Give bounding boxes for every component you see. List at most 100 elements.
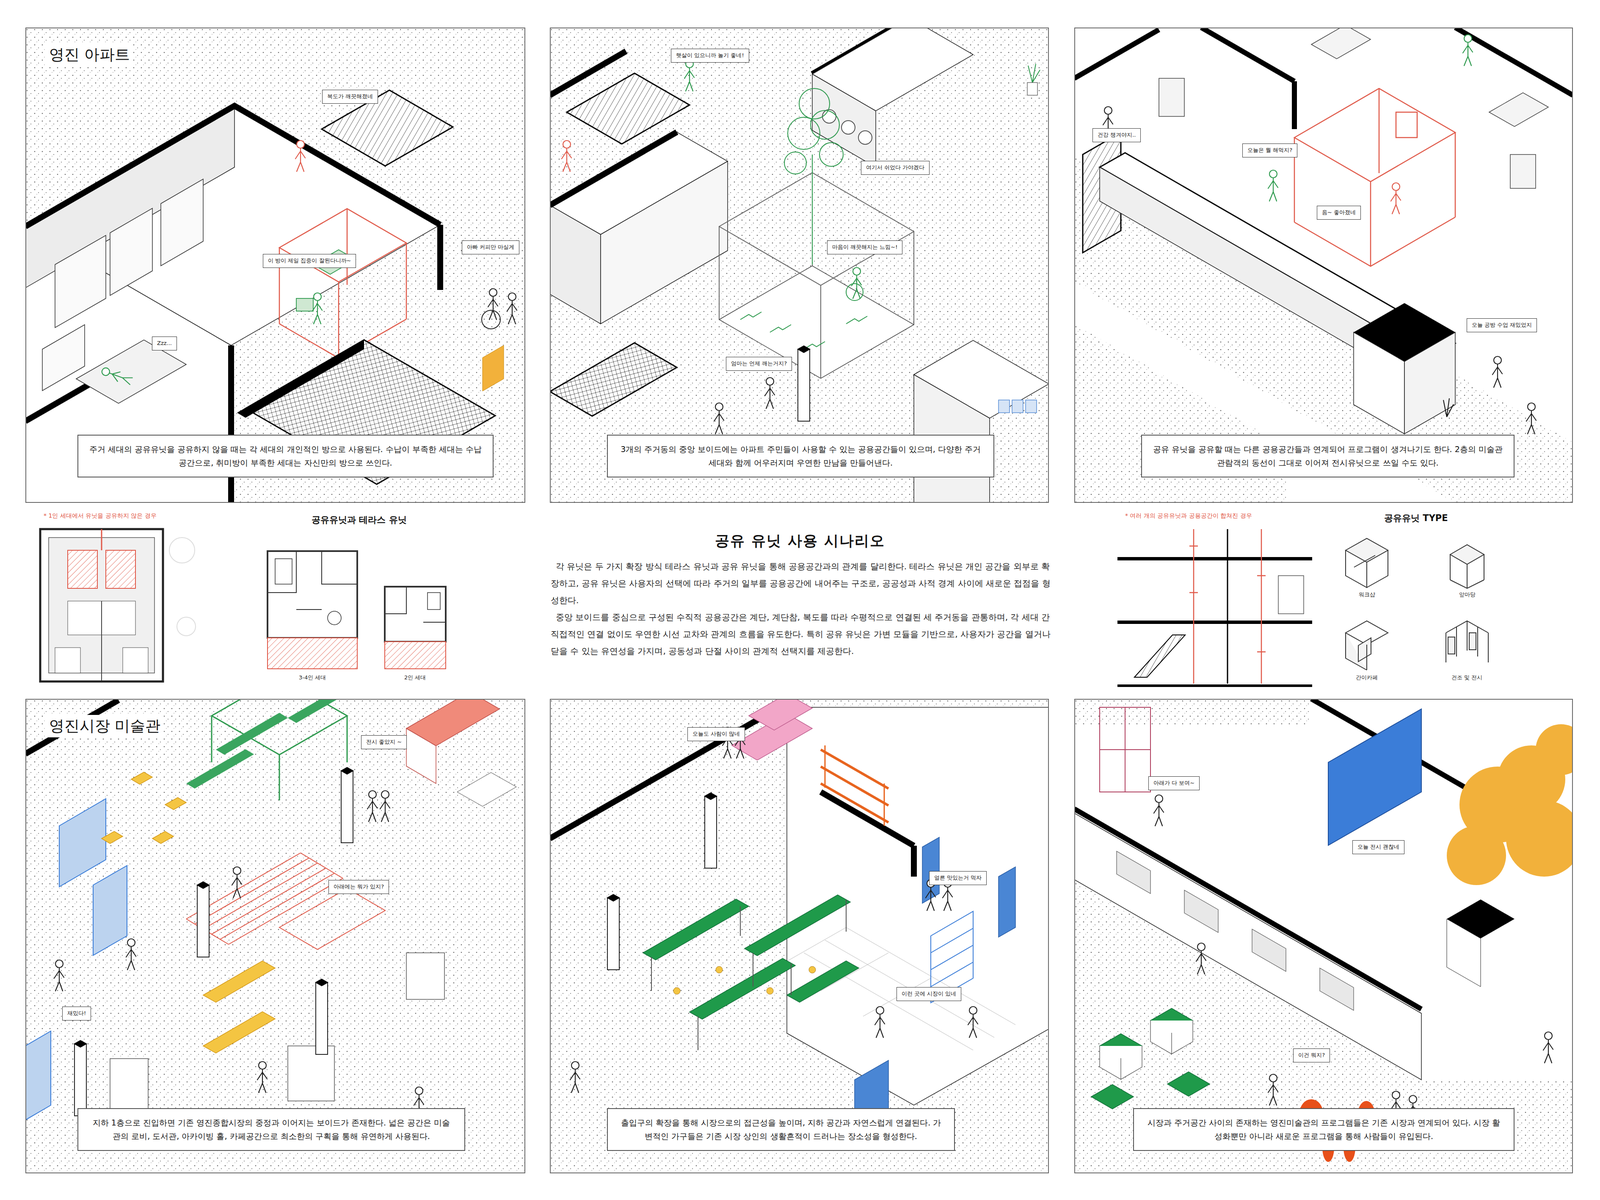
illustration-part: [296, 298, 314, 312]
illustration-part: [110, 952, 445, 1110]
illustration-part: [380, 790, 390, 822]
illustration-part: [169, 537, 195, 563]
bubble-text: 아래가 다 보여~: [1153, 779, 1195, 787]
illustration-part: [1526, 402, 1537, 434]
body-paragraph: 각 유닛은 두 가지 확장 방식 테라스 유닛과 공유 유닛을 통해 공용공간과…: [550, 557, 1051, 609]
speech-bubble: 마음이 깨끗해지는 느낌~!: [827, 240, 903, 255]
illustration-part: [384, 586, 446, 623]
illustration-part: [457, 772, 517, 807]
illustration-part: [1445, 620, 1489, 663]
unit-plan-family: [267, 551, 446, 669]
illustration-part: [874, 1006, 885, 1038]
illustration-part: [160, 179, 204, 266]
bubble-text: 얼른 맛있는거 먹자: [934, 874, 982, 882]
illustration-part: [275, 558, 293, 585]
illustration-part: [1278, 575, 1304, 614]
body-paragraph: 중앙 보이드를 중심으로 구성된 수직적 공용공간은 계단, 계단참, 복도를 …: [550, 608, 1051, 660]
illustration-part: [100, 366, 133, 387]
panel-title: 영진 아파트: [45, 43, 134, 67]
illustration-part: [1319, 968, 1354, 1011]
unit-type-icons: [1345, 538, 1489, 671]
illustration-part: [786, 960, 859, 1003]
illustration-part: [1167, 1071, 1210, 1097]
illustration-part: [340, 766, 354, 843]
speech-bubble: 아빠 커피만 마실게: [461, 240, 520, 255]
illustration-part: [203, 960, 276, 1003]
illustration-part: [766, 987, 774, 995]
section-heading: 공유유닛과 테라스 유닛: [310, 513, 409, 526]
note-text: * 1인 세대에서 유닛을 공유하지 않은 경우: [42, 512, 158, 520]
plan-label: 3-4인 세대: [297, 673, 328, 682]
illustration-part: [1074, 27, 1573, 503]
illustration-part: [787, 117, 820, 150]
scenario-panel: 아래가 다 보여~오늘 전시 괜찮네이건 뭐지?시장과 주거공간 사이의 존재하…: [1074, 698, 1573, 1174]
illustration-part: [257, 1061, 268, 1093]
illustration-part: [1196, 943, 1206, 974]
illustration-part: [820, 749, 889, 823]
illustration-part: [1443, 398, 1454, 417]
illustration-part: [1450, 544, 1485, 565]
speech-bubble: 음~ 좋아졌네: [1316, 205, 1361, 220]
speech-bubble: 재밌다!: [62, 1006, 92, 1021]
bubble-text: 전시 좋았지 ~: [366, 738, 402, 746]
illustration-part: [1252, 929, 1286, 972]
illustration-part: [854, 837, 1016, 1142]
type-label: 워크샵: [1357, 590, 1377, 599]
illustration-part: [910, 845, 917, 877]
illustration-part: [740, 311, 868, 350]
bubble-text: 재밌다!: [67, 1009, 86, 1018]
illustration-part: [228, 345, 235, 503]
illustration-part: [1345, 550, 1388, 588]
section-heading: 공유유닛 TYPE: [1382, 512, 1450, 525]
illustration-part: [1450, 554, 1485, 589]
speech-bubble: 엄마는 언제 깨는거지?: [725, 356, 792, 371]
illustration-part: [684, 60, 695, 92]
illustration-part: [784, 151, 807, 174]
bubble-text: 오늘 공방 수업 재밌었지: [1471, 321, 1532, 329]
illustration-part: [1099, 707, 1151, 792]
illustration-part: [279, 208, 407, 282]
speech-bubble: 오늘 공방 수업 재밌었지: [1466, 318, 1537, 333]
illustration-part: [1091, 1008, 1210, 1109]
bubble-text: 이런 곳에 시장이 있네: [901, 990, 957, 998]
illustration-part: [799, 88, 830, 119]
illustration-part: [186, 749, 254, 789]
illustration-part: [1446, 724, 1587, 886]
speech-bubble: 이런 곳에 시장이 있네: [896, 987, 962, 1002]
board-title: 공유 유닛 사용 시나리오: [714, 531, 886, 551]
illustration-part: [101, 831, 123, 844]
illustration-part: [101, 772, 276, 1054]
illustration-part: [267, 551, 358, 638]
illustration-part: [1158, 24, 1549, 189]
bubble-text: 오늘은 뭘 해먹지?: [1247, 146, 1293, 155]
bubble-text: 마음이 깨끗해지는 느낌~!: [832, 243, 898, 252]
illustration-part: [819, 142, 844, 167]
bubble-text: 이 방이 제일 집중이 잘된다니까~: [267, 257, 351, 265]
illustration-part: [1353, 332, 1405, 434]
illustration-part: [786, 927, 1016, 1051]
illustration-part: [25, 27, 526, 503]
illustration-part: [55, 647, 81, 674]
illustration-part: [1117, 558, 1313, 623]
speech-bubble: 아래에는 뭐가 있지?: [328, 880, 389, 894]
illustration-part: [561, 140, 572, 172]
speech-bubble: 건강 챙겨야지..: [1092, 128, 1141, 143]
bubble-text: 이건 뭐지?: [1298, 1051, 1325, 1060]
illustration-part: [1201, 27, 1295, 82]
panel-title: 영진시장 미술관: [45, 714, 164, 738]
illustration-part: [1074, 813, 1422, 1080]
illustration-part: [1345, 632, 1372, 671]
bubble-text: Zzz...: [157, 339, 172, 348]
illustration-part: [367, 790, 378, 822]
bubble-text: 엄마는 언제 깨는거지?: [731, 360, 787, 368]
caption-box: 3개의 주거동의 중앙 보이드에는 아파트 주민들이 사용할 수 있는 공용공간…: [606, 434, 995, 478]
illustration-part: [820, 745, 889, 826]
illustration-part: [1099, 707, 1151, 792]
scenario-panel: 건강 챙겨야지..오늘은 뭘 해먹지?음~ 좋아졌네오늘 공방 수업 재밌었지공…: [1074, 27, 1573, 503]
corridor-view: [1074, 24, 1573, 503]
illustration-part: [1345, 538, 1388, 588]
illustration-part: [642, 894, 859, 1020]
illustration-part: [1153, 794, 1164, 826]
caption-box: 출입구의 확장을 통해 시장으로의 접근성을 높이며, 지하 공간과 자연스럽게…: [606, 1108, 955, 1151]
scenario-panel: 오늘도 사람이 많네얼른 맛있는거 먹자이런 곳에 시장이 있네출입구의 확장을…: [549, 698, 1049, 1174]
